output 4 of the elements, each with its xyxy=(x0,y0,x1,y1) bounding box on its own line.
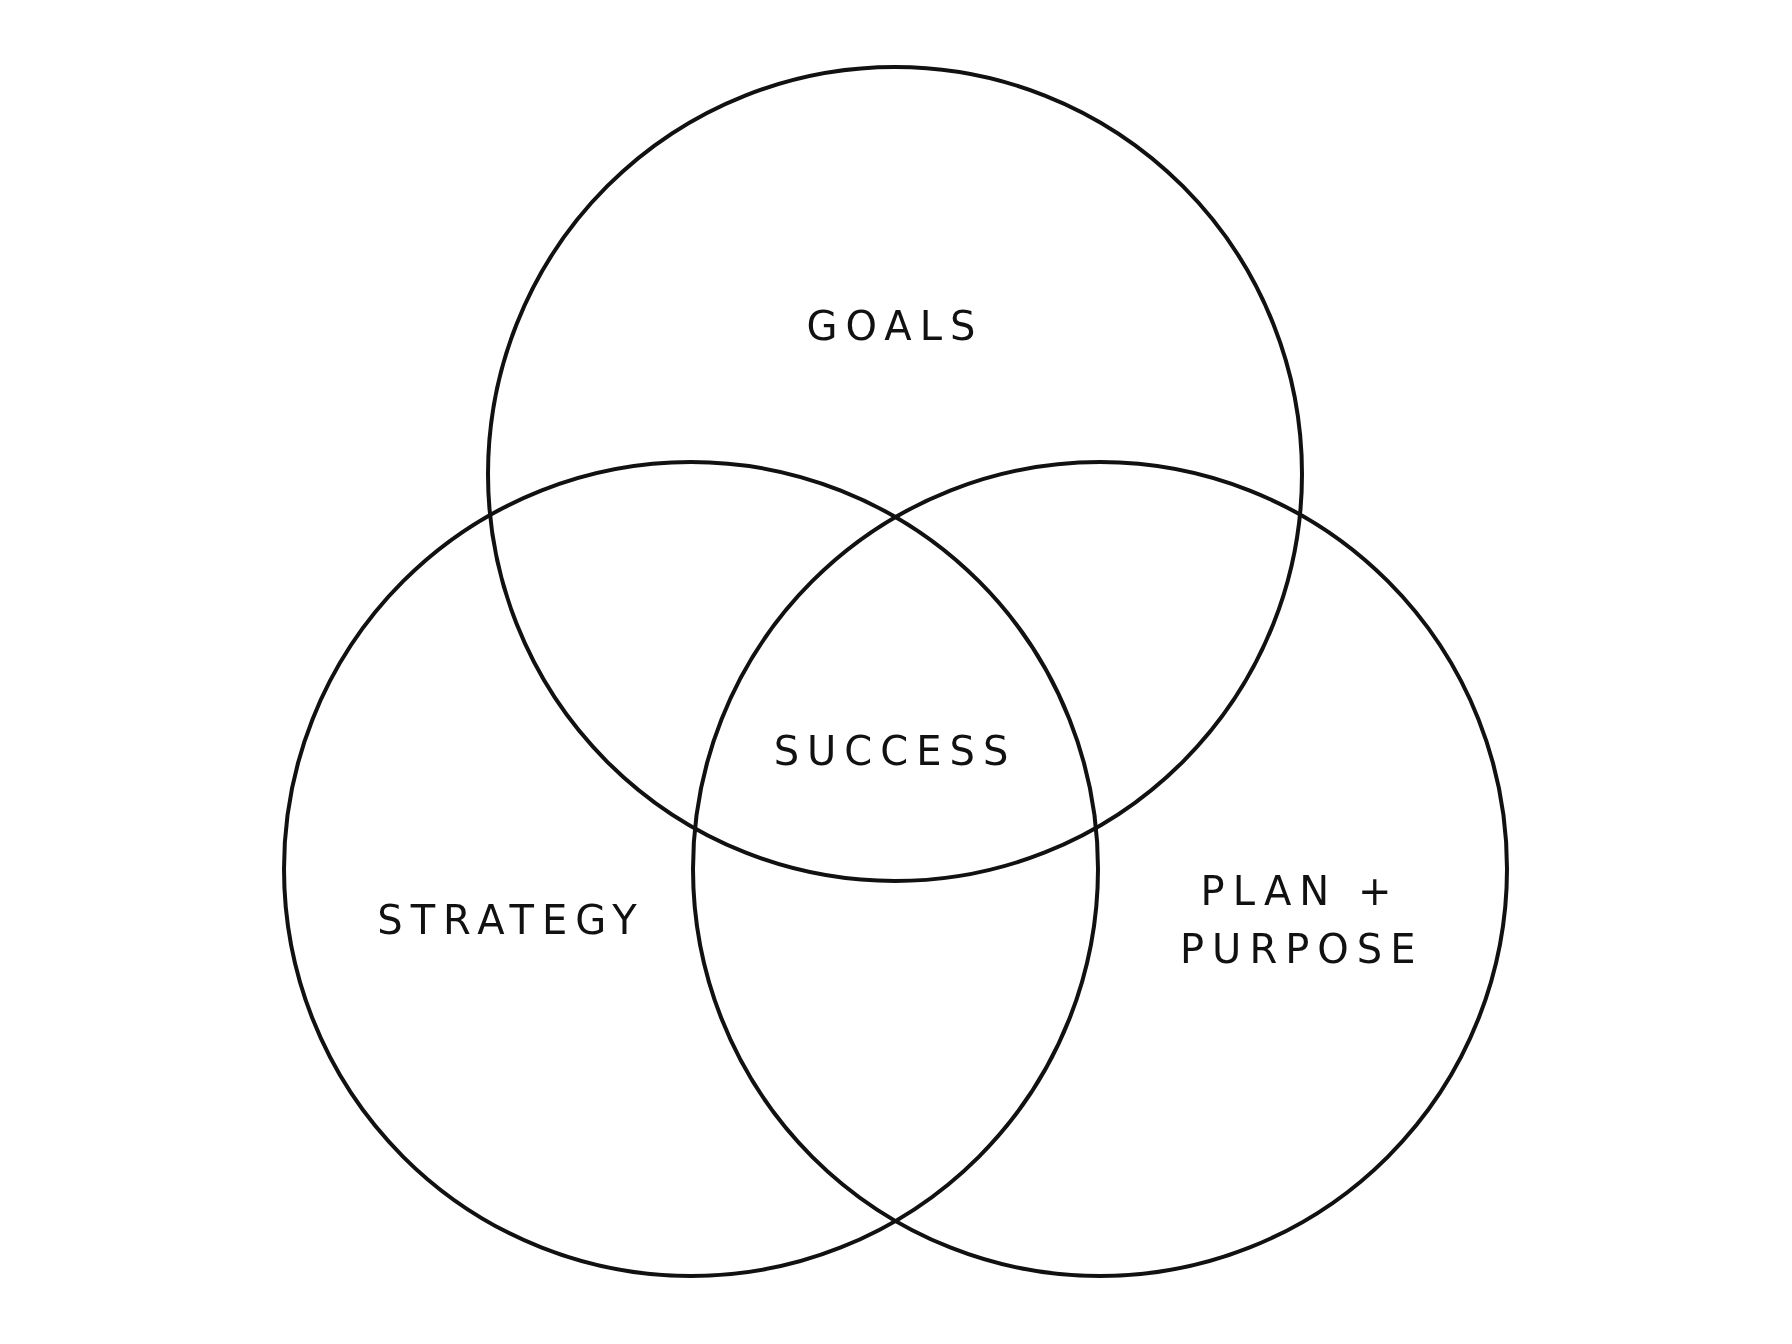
center-label: SUCCESS xyxy=(773,727,1017,776)
circle-label: PLAN + PURPOSE xyxy=(1180,867,1420,974)
circle-label: GOALS xyxy=(805,302,985,351)
circle-label: STRATEGY xyxy=(376,896,646,945)
